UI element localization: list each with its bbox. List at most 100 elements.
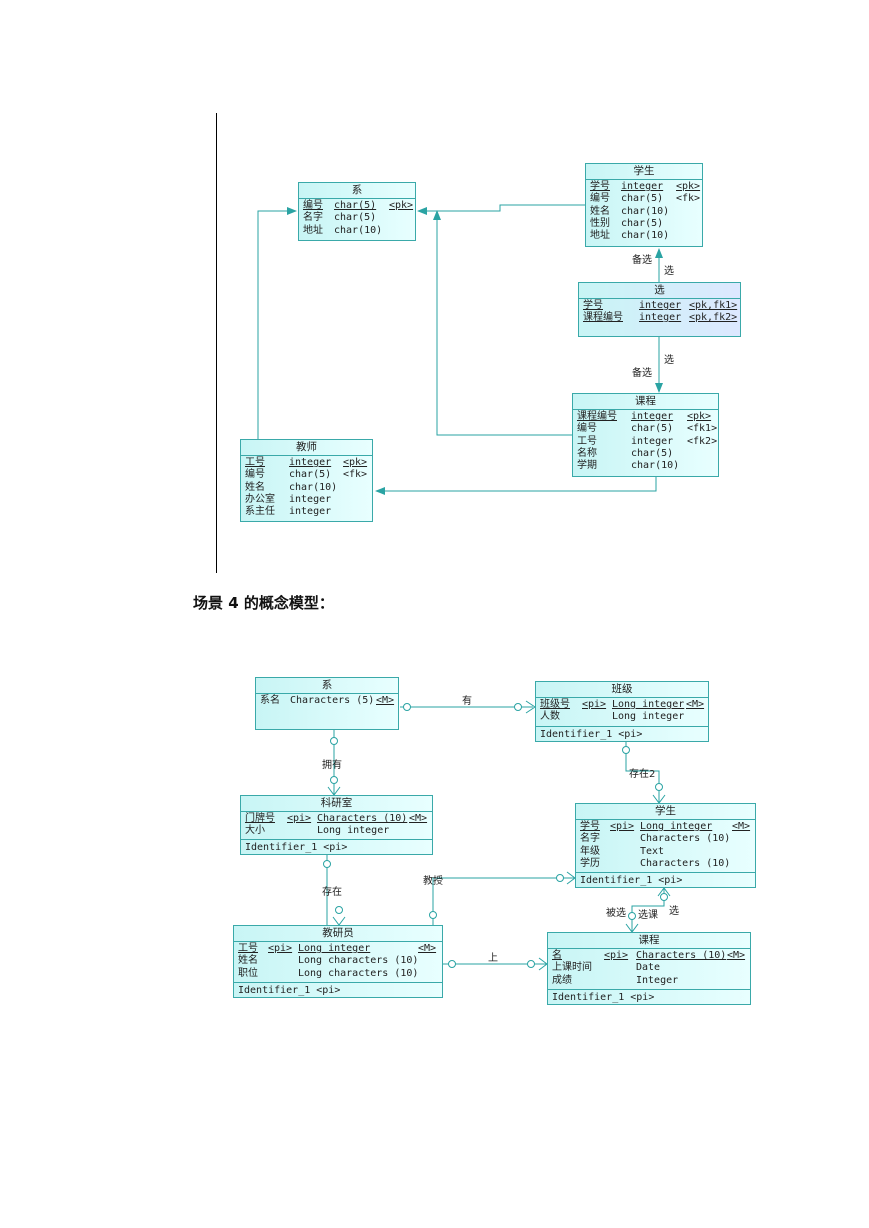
attr-type: Long characters (10) (298, 955, 419, 967)
attr-name: 人数 (540, 711, 560, 723)
attr-mandatory: <M> (732, 821, 751, 832)
attr-name: 地址 (590, 230, 610, 242)
attr-type: char(5) (334, 212, 377, 224)
entity-title: 系 (256, 678, 398, 694)
entity-identifier: Identifier_1 <pi> (536, 726, 708, 741)
attr-name: 成绩 (552, 974, 572, 986)
entity-body: 系名 Characters (5)<M> (256, 694, 398, 708)
attr-type: Long characters (10) (298, 967, 419, 979)
attr-type: char(5) (621, 217, 664, 229)
attr-type: char(5) (631, 423, 674, 435)
relationship-label: 拥有 (322, 760, 342, 771)
attr-name: 性别 (590, 217, 610, 229)
attr-type: Integer (636, 974, 679, 986)
attr-key: <fk1> (687, 423, 718, 435)
entity-title: 班级 (536, 682, 708, 698)
attr-name: 学期 (577, 460, 597, 472)
attr-name: 姓名 (238, 955, 258, 967)
attr-type: Characters (5) (290, 695, 375, 706)
attr-name: 系主任 (245, 506, 275, 518)
attr-type: Characters (10) (317, 813, 408, 824)
entity-title: 课程 (548, 933, 750, 949)
attr-key: <fk2> (687, 435, 718, 447)
attr-type: Date (636, 962, 661, 974)
attr-name: 大小 (245, 825, 265, 837)
cardinality-circle (556, 874, 564, 882)
attr-name: 年级 (580, 845, 600, 857)
cardinality-circle (403, 703, 411, 711)
attr-pi: <pi> (604, 950, 629, 961)
crowfoot (657, 887, 671, 897)
attr-key: <fk> (343, 469, 368, 481)
entity-title: 学生 (586, 164, 702, 180)
attr-name: 地址 (303, 224, 323, 236)
attr-type: char(5) (334, 200, 377, 211)
fk-course-dept (433, 210, 572, 436)
relationship-label: 存在 (322, 887, 342, 898)
fk-course-teacher (375, 477, 657, 495)
entity-title: 学生 (576, 804, 755, 820)
entity-title: 教师 (241, 440, 372, 456)
attr-type: char(10) (631, 460, 680, 472)
attr-type: integer (289, 457, 332, 468)
entity-title: 系 (299, 183, 415, 199)
relationship-label: 选 (669, 906, 679, 917)
attr-name: 门牌号 (245, 813, 275, 824)
attr-type: char(5) (289, 469, 332, 481)
attr-type: Characters (10) (640, 833, 731, 845)
attr-type: Characters (10) (640, 857, 731, 869)
attr-name: 姓名 (245, 481, 265, 493)
cardinality-circle (514, 703, 522, 711)
relationship-label: 上 (488, 953, 498, 964)
attr-key: <pk> (389, 200, 414, 211)
attr-name: 学号 (580, 821, 600, 832)
cardinality-circle (527, 960, 535, 968)
attr-type: integer (631, 435, 674, 447)
attr-type: Long integer (612, 699, 685, 710)
attr-type: Characters (10) (636, 950, 727, 961)
role-label: 备选 (632, 368, 652, 379)
cardinality-circle (628, 912, 636, 920)
attr-pi: <pi> (582, 699, 607, 710)
attr-name: 编号 (303, 200, 323, 211)
cardinality-circle (330, 776, 338, 784)
entity-title: 教研员 (234, 926, 442, 942)
attr-name: 班级号 (540, 699, 570, 710)
relationship-label: 选课 (638, 910, 658, 921)
attr-key: <pk> (687, 411, 712, 422)
attr-name: 工号 (245, 457, 265, 468)
margin-rule (216, 113, 217, 573)
attr-type: integer (289, 493, 332, 505)
attr-pi: <pi> (610, 821, 635, 832)
attr-mandatory: <M> (409, 813, 428, 824)
attr-name: 学历 (580, 857, 600, 869)
entity-identifier: Identifier_1 <pi> (241, 839, 432, 854)
rel-jiaoshou (432, 877, 575, 925)
entity-title: 科研室 (241, 796, 432, 812)
attr-mandatory: <M> (686, 699, 705, 710)
attr-type: Long integer (317, 825, 390, 837)
entity-title: 课程 (573, 394, 718, 410)
cardinality-circle (622, 746, 630, 754)
attr-type: integer (631, 411, 674, 422)
attr-name: 工号 (238, 943, 258, 954)
attr-pi: <pi> (268, 943, 293, 954)
attr-name: 系名 (260, 695, 280, 706)
attr-name: 课程编号 (577, 411, 617, 422)
cardinality-circle (660, 893, 668, 901)
attr-name: 名字 (303, 212, 323, 224)
attr-type: char(10) (621, 230, 670, 242)
attr-type: Long integer (640, 821, 713, 832)
attr-mandatory: <M> (376, 695, 395, 706)
